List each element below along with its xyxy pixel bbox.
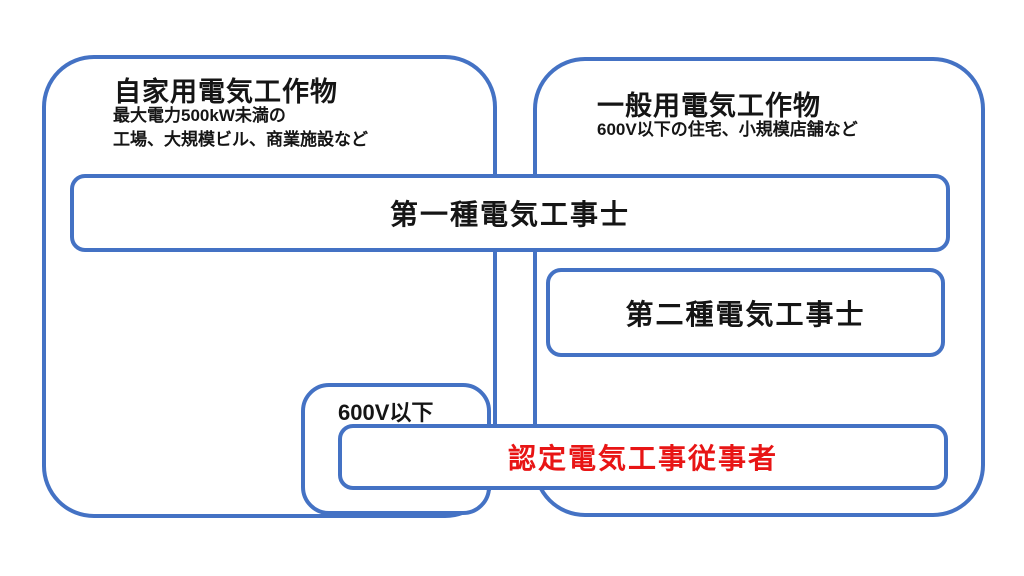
certified-electrical-worker-label: 認定電気工事従事者 — [507, 443, 778, 474]
second-class-electrician-label: 第二種電気工事士 — [625, 298, 866, 330]
second-class-electrician-box: 第二種電気工事士 — [546, 268, 945, 357]
under-600v-label: 600V以下 — [338, 400, 434, 425]
private-facility-subtitle-line2: 工場、大規模ビル、商業施設など — [113, 130, 368, 149]
private-facility-subtitle: 最大電力500kW未満の 工場、大規模ビル、商業施設など — [113, 104, 368, 152]
certified-electrical-worker-box: 認定電気工事従事者 — [338, 424, 948, 490]
first-class-electrician-label: 第一種電気工事士 — [389, 199, 630, 230]
first-class-electrician-box: 第一種電気工事士 — [70, 174, 950, 252]
private-facility-title: 自家用電気工作物 — [114, 77, 338, 107]
private-facility-subtitle-line1: 最大電力500kW未満の — [113, 106, 286, 125]
general-facility-title: 一般用電気工作物 — [597, 91, 821, 121]
general-facility-subtitle: 600V以下の住宅、小規模店舗など — [597, 120, 858, 139]
